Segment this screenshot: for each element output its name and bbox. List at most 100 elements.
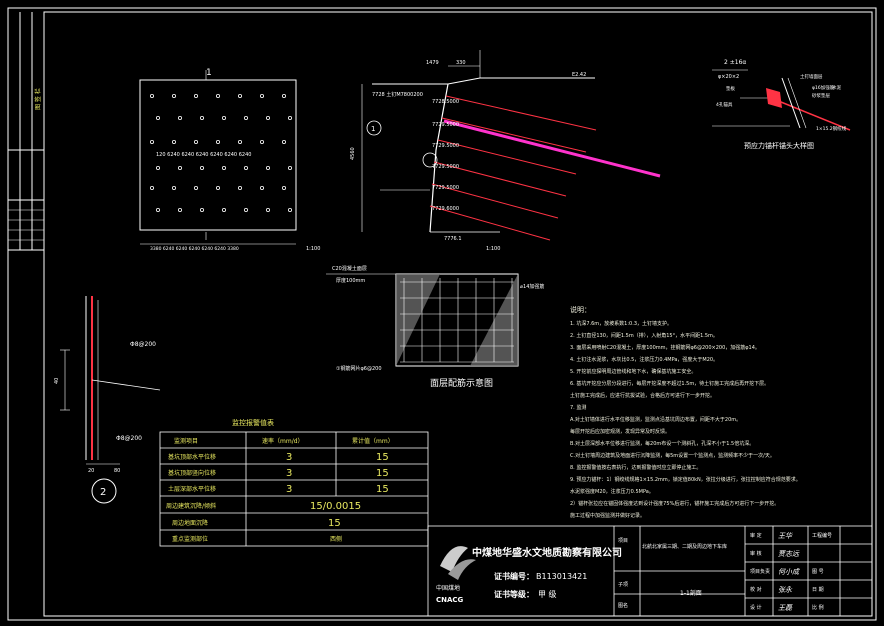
monitor-table: 监控报警值表 监测项目 速率（mm/d） 累计值（mm） 基坑顶部水平位移 3 … xyxy=(159,418,429,547)
signature-3: 何小成 xyxy=(778,568,800,576)
anchor-hole xyxy=(281,185,286,190)
anchor-left-label-1: 垫板 xyxy=(726,85,735,92)
anchor-hole xyxy=(221,165,226,170)
grade-value: 甲 级 xyxy=(538,589,557,599)
section-left-note: 7728 土钉M7800200 xyxy=(372,91,423,98)
anchor-hole xyxy=(215,94,220,99)
anchor-hole xyxy=(199,165,204,170)
table-row-2-item: 基坑顶部竖向位移 xyxy=(168,469,216,477)
anchor-hole xyxy=(265,207,270,212)
note-line-11: B.对土层深部水平位移进行监测，每20m布设一个测斜孔，孔深不小于1.5倍坑深。 xyxy=(570,440,754,447)
wall-bottom-dim-2: 80 xyxy=(114,468,120,474)
role-3: 项目负责 xyxy=(750,568,770,575)
anchor-hole xyxy=(287,116,292,121)
section-offset-label: E2.42 xyxy=(572,72,586,78)
outer-frame xyxy=(7,7,877,621)
anchor-hole xyxy=(259,139,264,144)
mesh-detail: C20混凝土面层 厚度100mm ⌀14加强筋 ①钢筋网片φ6@200 面层配筋… xyxy=(326,265,544,389)
role-1: 审 定 xyxy=(750,532,762,539)
wall-lower-label: Φ8@200 xyxy=(116,435,142,442)
wall-upper-label: Φ8@200 xyxy=(130,341,156,348)
anchor-hole xyxy=(265,116,270,121)
table-row-6-merged: 西侧 xyxy=(330,535,342,543)
mesh-detail-title: 面层配筋示意图 xyxy=(430,377,493,389)
section-view: 1479 330 E2.42 7728.5000 7729.5000 7729.… xyxy=(350,50,661,252)
table-row-1-total: 15 xyxy=(376,452,389,463)
anchor-hole xyxy=(243,207,248,212)
soil-nail xyxy=(437,139,577,175)
anchor-hole xyxy=(243,165,248,170)
cert-label: 证书编号： xyxy=(494,571,534,581)
side-strip: 图 签 栏 xyxy=(8,12,44,251)
notes-title: 说明： xyxy=(570,305,591,314)
company-name: 中煤地华盛水文地质勘察有限公司 xyxy=(472,546,622,559)
anchor-hole xyxy=(237,139,242,144)
section-top-dim-2: 330 xyxy=(456,60,466,66)
anchor-hole xyxy=(199,116,204,121)
anchor-detail: 2 ±16α φ×20×2 垫板 4孔锚具 土钉墙面层 φ16加强筋 水泥 砂浆… xyxy=(712,59,851,150)
note-line-7: 土钉施工完成后，应进行抗拔试验，合格后方可进行下一步开挖。 xyxy=(570,392,715,399)
anchor-left-label-2: 4孔锚具 xyxy=(716,101,733,108)
wall-dim-label: 40 xyxy=(54,378,60,384)
soil-nail xyxy=(433,161,567,197)
section-scale: 1:100 xyxy=(486,246,500,252)
right-label-1: 工程编号 xyxy=(812,532,832,539)
soil-nail xyxy=(441,117,587,153)
section-elev-6: 7729.6000 xyxy=(432,206,459,212)
anchor-hole xyxy=(149,94,154,99)
section-elev-2: 7729.5000 xyxy=(432,122,459,128)
table-row-3-rate: 3 xyxy=(286,484,292,495)
note-line-6: 6. 基坑开挖应分层分段进行，每层开挖深度不超过1.5m，待土钉施工完成后再开挖… xyxy=(570,380,769,387)
logo-cn: 中国煤地 xyxy=(436,584,460,592)
elevation-label: 1 xyxy=(206,68,212,78)
soil-nail xyxy=(445,95,597,131)
anchor-right-label-4: 砂浆垫层 xyxy=(812,92,830,99)
signature-1: 王华 xyxy=(778,532,793,540)
table-row-5-item: 周边地面沉降 xyxy=(172,519,208,527)
elevation-dims-bottom: 3380 6240 6240 6240 6240 6240 3380 xyxy=(150,246,239,252)
signature-2: 贾志远 xyxy=(778,550,800,558)
elevation-scale: 1:100 xyxy=(306,246,320,252)
anchor-hole xyxy=(281,139,286,144)
anchor-hole xyxy=(259,94,264,99)
anchor-hole xyxy=(171,185,176,190)
anchor-hole xyxy=(215,139,220,144)
table-row-1-item: 基坑顶部水平位移 xyxy=(168,453,216,461)
section-elev-1: 7728.5000 xyxy=(432,99,459,105)
company-logo xyxy=(440,546,476,580)
anchor-hole xyxy=(199,207,204,212)
note-line-14: 9. 预应力锚杆：1）钢绞线规格1×15.2mm，锁定值80kN，张拉分级进行，… xyxy=(570,476,801,483)
grade-label: 证书等级： xyxy=(494,589,534,599)
note-line-17: 施工过程中加强监测并做好记录。 xyxy=(570,512,645,519)
monitor-table-title: 监控报警值表 xyxy=(232,418,274,427)
note-line-4: 4. 土钉注水泥浆，水灰比0.5，注浆压力0.4MPa，强度大于M20。 xyxy=(570,356,718,363)
anchor-hole xyxy=(171,94,176,99)
note-line-15: 水泥浆强度M20，注浆压力0.5MPa。 xyxy=(570,488,654,495)
anchor-hole xyxy=(243,116,248,121)
title-block: 中国煤地 CNACG 中煤地华盛水文地质勘察有限公司 证书编号： B113013… xyxy=(427,525,873,617)
mesh-top-label: C20混凝土面层 xyxy=(332,265,367,272)
anchor-hole xyxy=(149,185,154,190)
project-label: 项目 xyxy=(618,538,628,544)
section-callout-circle xyxy=(366,120,382,136)
signature-5: 王磊 xyxy=(778,604,793,612)
soil-nail xyxy=(429,205,551,241)
anchor-hole xyxy=(155,116,160,121)
elevation-dims-top: 120 6240 6240 6240 6240 6240 6240 xyxy=(156,152,251,158)
section-base-label: 7776.1 xyxy=(444,236,462,242)
anchor-hole xyxy=(177,165,182,170)
section-elev-3: 7729.5000 xyxy=(432,143,459,149)
table-row-2-rate: 3 xyxy=(286,468,292,479)
role-5: 设 计 xyxy=(750,604,762,611)
notes-block: 说明： 1. 坑深7.6m，放坡系数1:0.3，土钉墙支护。 2. 土钉直径13… xyxy=(570,305,801,519)
section-elev-4: 7729.5000 xyxy=(432,164,459,170)
anchor-hole xyxy=(193,139,198,144)
anchor-hole xyxy=(281,94,286,99)
mesh-thickness: 厚度100mm xyxy=(336,277,365,284)
note-line-13: 8. 监控报警值按右表执行，达到报警值时应立即停止施工。 xyxy=(570,464,701,471)
section-top-dim-1: 1479 xyxy=(426,60,439,66)
anchor-right-label-2: φ16加强筋 xyxy=(812,84,835,91)
anchor-hole xyxy=(149,139,154,144)
table-header-item: 监测项目 xyxy=(174,437,198,445)
